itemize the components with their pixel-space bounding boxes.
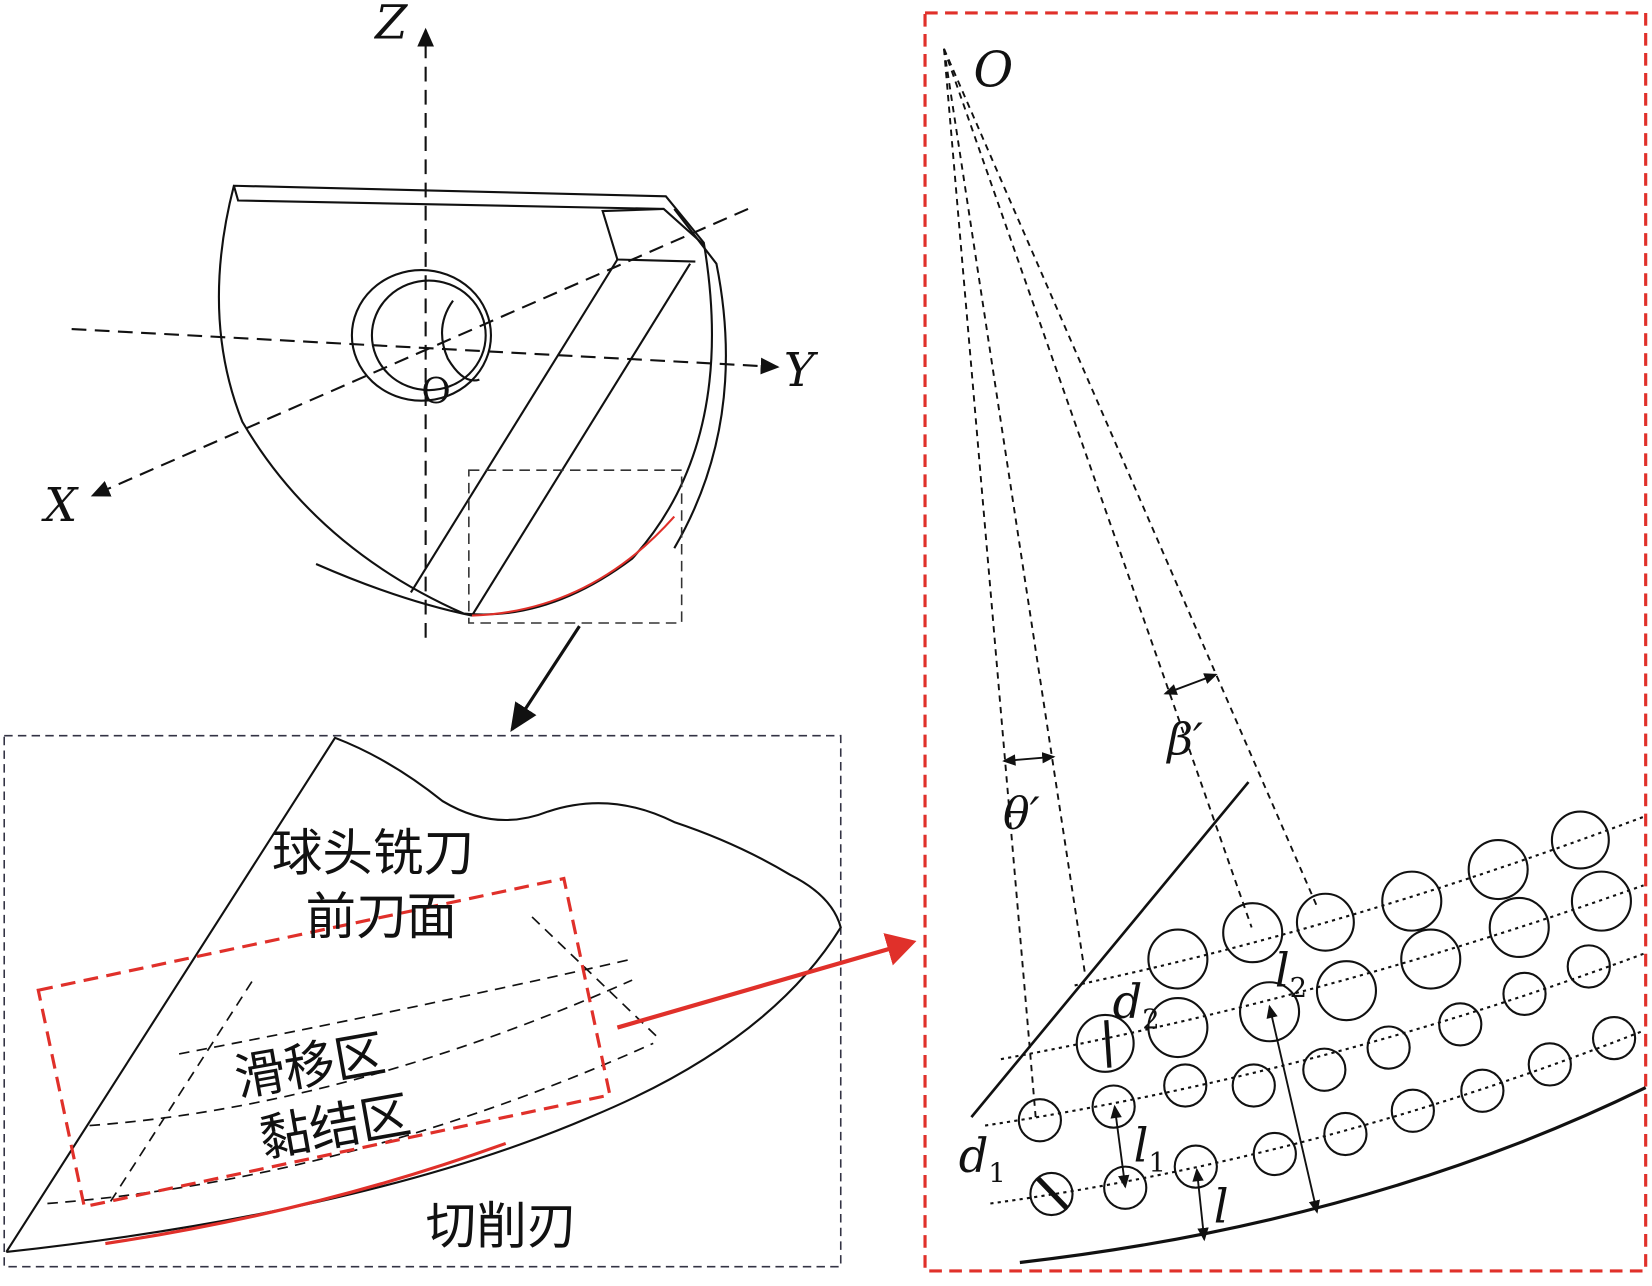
l-label: l	[1214, 1179, 1229, 1233]
micro-dimple	[1400, 928, 1462, 990]
detail-arrow	[616, 933, 917, 1030]
micro-dimple	[1550, 810, 1610, 870]
texture-detail-drawing	[943, 48, 1647, 1265]
l2-dimension	[1266, 1004, 1320, 1214]
beta-dimension	[1163, 673, 1218, 695]
micro-dimple	[1323, 1111, 1368, 1157]
x-axis	[90, 207, 749, 497]
dotted-rows	[984, 815, 1644, 1205]
theta-dimension	[1002, 752, 1056, 766]
l2-label: l2	[1275, 943, 1307, 1004]
rake-face-label-2: 前刀面	[306, 887, 458, 946]
micro-dimples	[1017, 810, 1637, 1217]
x-axis-label: X	[41, 478, 79, 532]
micro-dimple	[1091, 1084, 1136, 1129]
tool-hole-outer	[350, 268, 493, 402]
micro-dimple	[1231, 1063, 1276, 1108]
contact-zone-red-box	[36, 876, 612, 1209]
micro-dimple	[1591, 1015, 1637, 1061]
zoom-arrow	[510, 625, 581, 733]
micro-dimple	[1163, 1063, 1208, 1108]
micro-dimple	[1147, 996, 1209, 1059]
l-dimension	[1192, 1167, 1209, 1242]
micro-dimple	[1075, 1013, 1135, 1073]
texture-detail-panel	[923, 11, 1648, 1273]
l1-label: l1	[1134, 1118, 1166, 1179]
zoom-region-box	[468, 469, 683, 624]
origin-label: O	[421, 371, 450, 412]
micro-dimple	[1570, 870, 1632, 932]
micro-dimple	[1295, 892, 1355, 952]
micro-dimple	[1029, 1171, 1074, 1217]
beta-label: β′	[1165, 715, 1203, 766]
tool-hole-inner	[370, 279, 487, 392]
l1-dimension	[1110, 1104, 1130, 1189]
rake-face-panel	[3, 734, 842, 1268]
micro-dimple	[1315, 960, 1378, 1022]
micro-dimple	[1103, 1165, 1148, 1210]
micro-dimple	[1488, 896, 1550, 959]
micro-dimple	[1460, 1068, 1505, 1113]
y-axis	[71, 327, 780, 375]
cutting-edge-label: 切削刃	[426, 1197, 578, 1256]
micro-dimple	[1527, 1042, 1572, 1087]
d2-label: d2	[1113, 975, 1160, 1036]
rake-face-drawing	[5, 736, 842, 1254]
micro-dimple	[1566, 944, 1611, 989]
rake-face-label-1: 球头铣刀	[272, 824, 474, 883]
micro-dimple	[1467, 838, 1529, 901]
micro-dimple	[1147, 928, 1209, 990]
y-axis-label: Y	[784, 343, 819, 397]
micro-dimple	[1381, 870, 1443, 932]
d1-label: d1	[959, 1129, 1006, 1190]
micro-dimple	[1390, 1088, 1435, 1133]
theta-label: θ′	[1003, 788, 1040, 839]
micro-dimple	[1222, 902, 1284, 964]
micro-dimple	[1366, 1025, 1411, 1070]
detail-origin-label: O	[974, 43, 1014, 99]
cutting-edge-red	[471, 515, 676, 617]
micro-dimple	[1252, 1131, 1297, 1177]
coordinate-axes	[71, 27, 780, 638]
micro-dimple	[1017, 1098, 1062, 1143]
tool-outline	[217, 184, 713, 616]
z-axis-label: Z	[373, 0, 408, 49]
ball-end-mill-view	[217, 184, 727, 617]
micro-dimple	[1438, 1002, 1483, 1047]
micro-dimple	[1502, 971, 1547, 1016]
